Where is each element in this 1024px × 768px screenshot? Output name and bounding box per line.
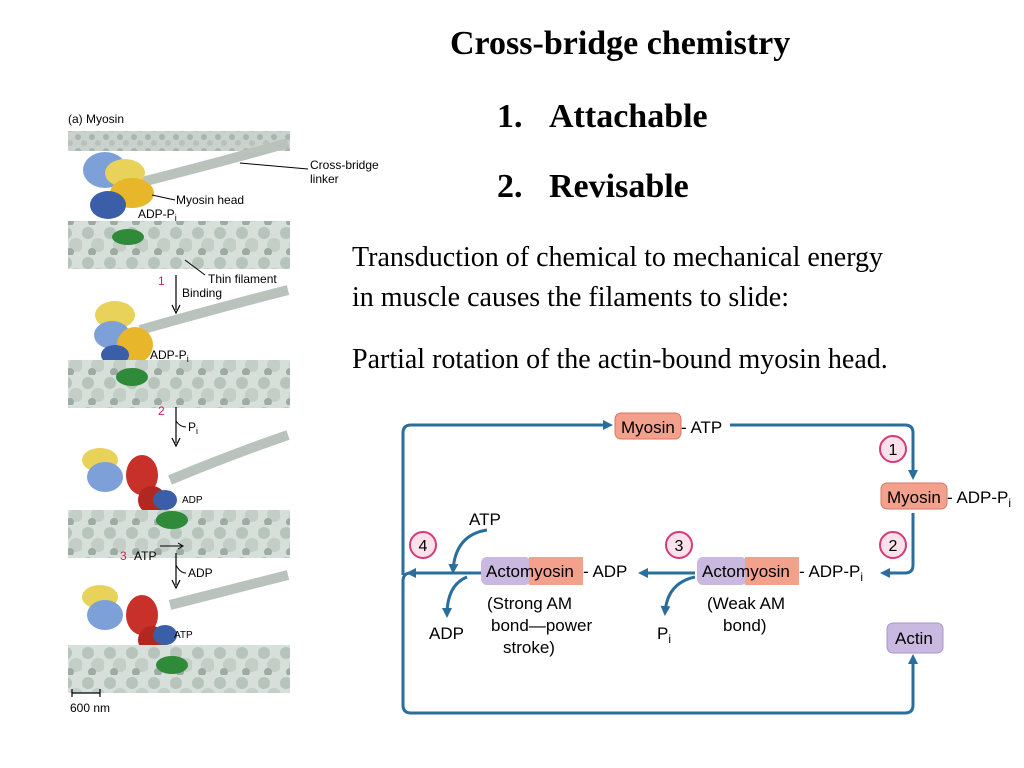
middle-actomyosin-label: Actomyosin	[702, 562, 790, 581]
weak-bond-label-1: (Weak AM	[707, 594, 785, 613]
panel-3: ADP	[68, 430, 290, 558]
label-adp-pi-2: ADP-Pi	[150, 348, 189, 364]
step-2-number: 2	[158, 404, 165, 418]
myosin-cross-bridge-figure: (a) Myosin Cross-bridge linker Myosin he…	[68, 112, 379, 715]
atp-in-label: ATP	[469, 510, 501, 529]
paragraph-line-3: Partial rotation of the actin-bound myos…	[352, 344, 888, 375]
scale-bar-label: 600 nm	[70, 701, 110, 715]
label-adp-pi-1: ADP-Pi	[138, 207, 177, 223]
step-circle-1: 1	[879, 435, 907, 463]
cycle-arrow-step-1	[730, 423, 918, 480]
point-text: Revisable	[549, 168, 689, 205]
cycle-arrow-step-2	[880, 513, 915, 578]
strong-bond-label-1: (Strong AM	[487, 594, 572, 613]
actin-label: Actin	[895, 629, 933, 648]
pi-out-label: Pi	[657, 624, 671, 646]
myosin-part-left	[529, 557, 583, 585]
step-3-atp: ATP	[134, 549, 156, 563]
point-revisable: 2. Revisable	[497, 168, 689, 206]
paragraph-line-1: Transduction of chemical to mechanical e…	[352, 242, 884, 273]
step-circle-3: 3	[665, 531, 693, 559]
adp-out-arrow	[442, 575, 468, 618]
step-number: 2	[889, 538, 898, 555]
myosin-box-right	[880, 482, 948, 510]
step-circle-4: 4	[409, 531, 437, 559]
step-1-number: 1	[158, 274, 165, 288]
paragraph-line-2: in muscle causes the filaments to slide:	[352, 282, 790, 313]
atp-in-arrow	[448, 528, 488, 574]
actin-box	[886, 622, 944, 654]
actin-part-middle	[697, 557, 747, 585]
step-3-adp: ADP	[188, 566, 213, 580]
myosin-part-middle	[745, 557, 799, 585]
point-text: Attachable	[549, 98, 708, 135]
label-adp-3: ADP	[182, 495, 203, 506]
label-atp-4: ATP	[174, 630, 193, 641]
point-attachable: 1. Attachable	[497, 98, 708, 136]
actin-site	[112, 229, 144, 245]
myosin-box-top	[614, 412, 682, 440]
thin-filament	[68, 360, 290, 408]
middle-adp-pi-label: - ADP-Pi	[799, 562, 863, 584]
left-adp-label: - ADP	[583, 562, 627, 581]
cross-bridge-cycle-diagram: Myosin - ATP Myosin - ADP-Pi Actomyosin …	[401, 412, 1011, 715]
point-number: 1.	[497, 98, 523, 135]
strong-bond-label-2: bond—power	[491, 616, 592, 635]
step-number: 4	[419, 538, 428, 555]
label-linker: linker	[310, 172, 339, 186]
cross-bridge-linker	[128, 138, 290, 190]
right-myosin-label: Myosin	[887, 488, 941, 507]
label-myosin-head: Myosin head	[176, 193, 244, 207]
panel-1: Cross-bridge linker Myosin head ADP-Pi T…	[68, 131, 379, 286]
step-1-label: Binding	[182, 286, 222, 300]
step-number: 1	[889, 442, 898, 459]
cycle-arrow-top-left	[401, 420, 613, 575]
actin-part-left	[481, 557, 531, 585]
left-actomyosin-label: Actomyosin	[486, 562, 574, 581]
thin-filament	[68, 221, 290, 269]
step-3-number: 3	[120, 549, 127, 563]
step-2-label: Pi	[188, 420, 198, 436]
strong-bond-label-3: stroke)	[503, 638, 555, 657]
top-atp-label: - ATP	[681, 418, 722, 437]
point-number: 2.	[497, 168, 523, 205]
top-myosin-label: Myosin	[621, 418, 675, 437]
cycle-arrow-bottom-loop	[401, 571, 918, 715]
weak-bond-label-2: bond)	[723, 616, 766, 635]
panel-2: ADP-Pi	[68, 285, 290, 408]
right-adp-pi-label: - ADP-Pi	[947, 488, 1011, 510]
myosin-head-blue	[90, 191, 126, 219]
pi-out-arrow	[660, 575, 696, 616]
label-thin-filament: Thin filament	[208, 272, 277, 286]
step-circle-2: 2	[879, 531, 907, 559]
thick-filament	[68, 131, 290, 151]
slide-title: Cross-bridge chemistry	[450, 25, 791, 62]
step-number: 3	[675, 538, 684, 555]
adp-out-label: ADP	[429, 624, 464, 643]
panel-4: ATP	[68, 570, 290, 693]
label-cross-bridge: Cross-bridge	[310, 158, 379, 172]
panel-label: (a) Myosin	[68, 112, 124, 126]
